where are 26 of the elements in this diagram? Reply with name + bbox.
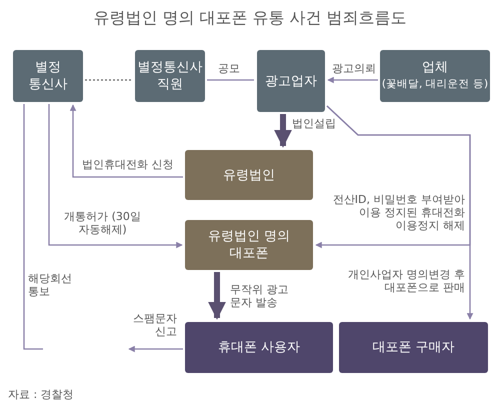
arrow: [274, 114, 292, 148]
box-heading: 업체: [422, 59, 448, 76]
arrow: [128, 346, 183, 352]
buyer-box: 대포폰 구매자: [339, 322, 488, 373]
edge-label: 법인휴대전화 신청: [82, 158, 174, 171]
box-body: (꽃배달, 대리운전 등): [382, 77, 488, 92]
arrow: [208, 272, 226, 320]
user-box: 휴대폰 사용자: [185, 322, 333, 373]
company-box: 유령법인: [185, 150, 313, 200]
edge-label: 광고의뢰: [332, 62, 376, 75]
advertiser-box: 광고업자: [257, 50, 325, 112]
edge-label: 법인설립: [292, 117, 336, 130]
line: [85, 79, 132, 81]
arrow: [327, 76, 378, 84]
company-box: [380, 50, 490, 102]
line: [207, 79, 254, 81]
carrier-box: 별정 통신사: [13, 50, 83, 102]
source-note: 자료 : 경찰청: [8, 388, 74, 401]
employee-box: 별정통신사 직원: [135, 50, 205, 102]
line: [23, 104, 43, 350]
arrow: [48, 104, 183, 248]
phone-box: 유령법인 명의 대포폰: [185, 220, 313, 270]
title: 유령법인 명의 대포폰 유통 사건 범죄흐름도: [92, 8, 408, 28]
arrow: [70, 104, 183, 178]
edge-label: 공모: [218, 62, 240, 75]
arrow: [326, 106, 474, 320]
